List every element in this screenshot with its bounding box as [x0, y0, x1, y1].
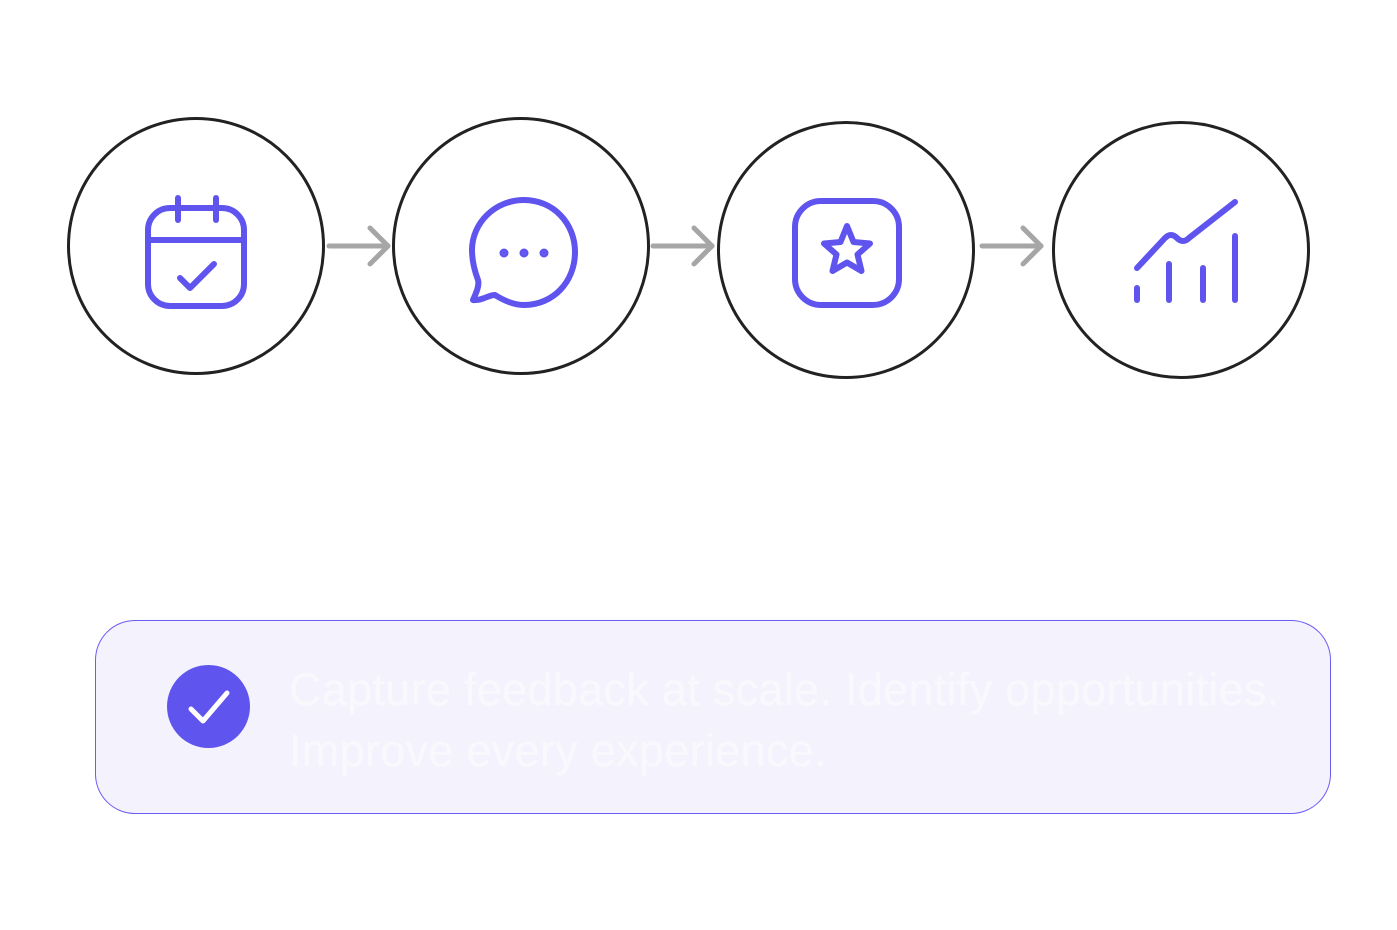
check-badge	[167, 665, 250, 748]
chat-bubble-dots-icon	[469, 197, 578, 308]
summary-callout: Capture feedback at scale. Identify oppo…	[95, 620, 1331, 814]
step-calendar	[67, 117, 325, 375]
arrow-right-icon	[650, 225, 715, 267]
arrow-right-icon	[326, 225, 391, 267]
process-flow	[0, 0, 1397, 420]
star-square-icon	[792, 198, 902, 308]
callout-text: Capture feedback at scale. Identify oppo…	[289, 664, 1280, 776]
step-rating	[717, 121, 975, 379]
calendar-check-icon	[145, 195, 247, 309]
step-chat	[392, 117, 650, 375]
check-icon	[188, 690, 230, 724]
chart-trend-up-icon	[1134, 199, 1238, 303]
arrow-right-icon	[979, 225, 1044, 267]
step-analytics	[1052, 121, 1310, 379]
